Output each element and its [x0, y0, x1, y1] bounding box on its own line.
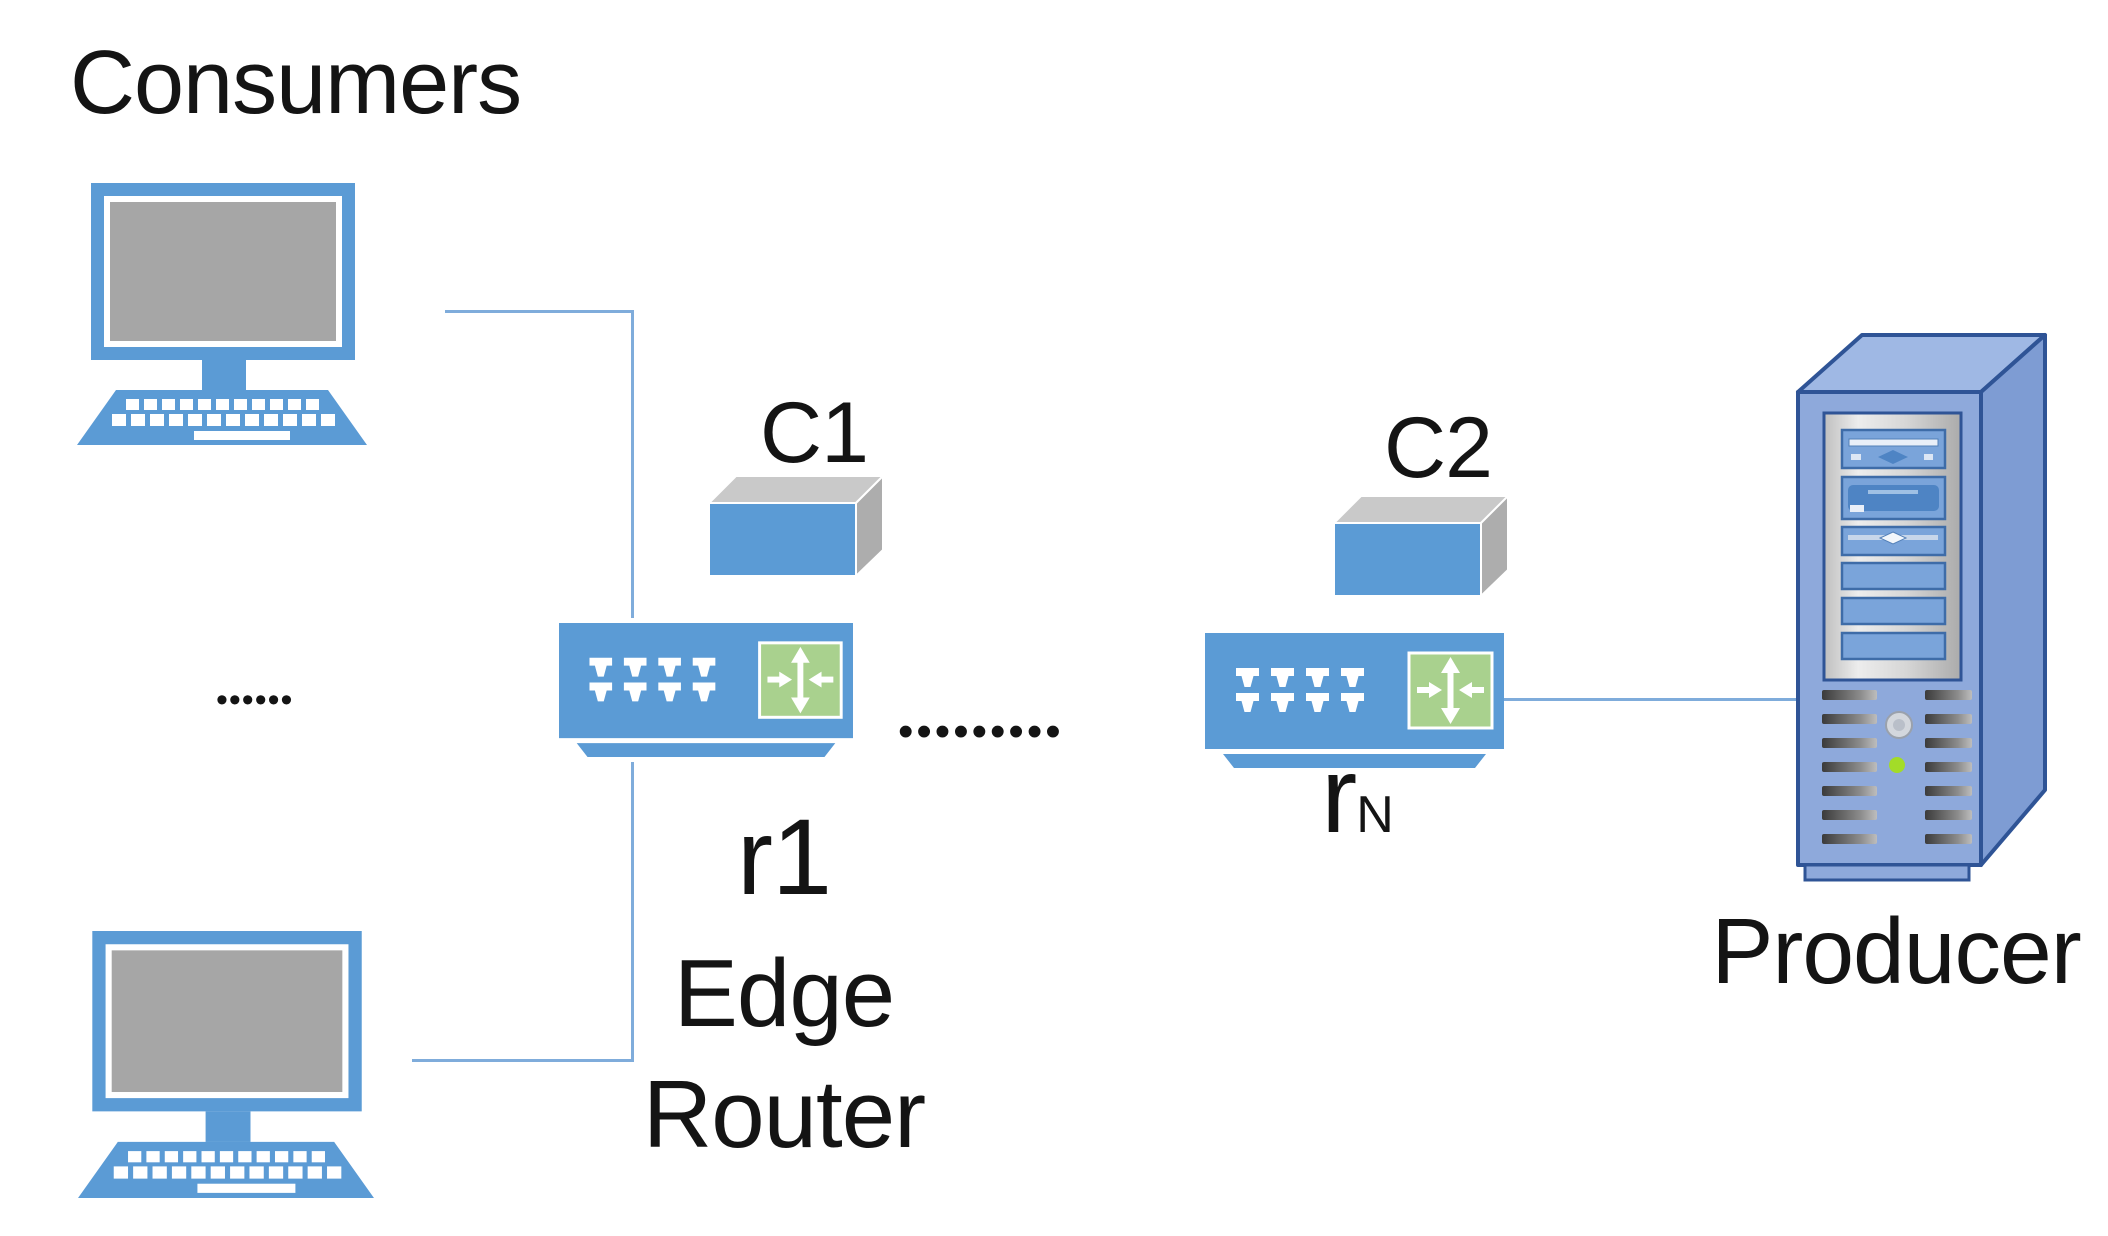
- monitor: [92, 931, 362, 1142]
- desktop-computer-icon: [77, 183, 367, 445]
- link-consumer2-to-r1-vertical: [631, 762, 634, 1062]
- consumers-label: Consumers: [70, 33, 522, 133]
- link-consumer1-to-r1-vertical: [631, 310, 634, 618]
- monitor: [91, 183, 355, 390]
- link-consumer2-to-r1-horizontal: [412, 1059, 634, 1062]
- routerN-name-label: rN: [1207, 738, 1507, 851]
- routing-arrows-icon: [758, 641, 843, 719]
- router-base: [576, 743, 836, 757]
- server-base: [1803, 863, 1971, 882]
- router-icon: [1205, 633, 1504, 768]
- cache-box-icon: [706, 473, 886, 579]
- link-consumer1-to-r1-horizontal: [445, 310, 633, 313]
- link-rn-to-producer: [1500, 698, 1796, 701]
- power-led: [1889, 757, 1905, 773]
- drive-bays: [1840, 428, 1947, 661]
- routing-arrows-icon: [1407, 651, 1494, 730]
- router-icon: [559, 623, 853, 757]
- routerN-name-subscript: N: [1356, 786, 1394, 844]
- keyboard: [77, 390, 367, 445]
- cache1-label: C1: [760, 385, 869, 481]
- router1-name-label: r1: [736, 796, 832, 917]
- router1-role-line1: Edge: [673, 940, 895, 1047]
- vent-grilles: [1822, 690, 1972, 844]
- cache2-label: C2: [1384, 400, 1493, 496]
- routers-ellipsis: •••••••••: [898, 707, 1064, 756]
- server-side-face: [1979, 333, 2047, 867]
- producer-label: Producer: [1711, 899, 2081, 1003]
- keyboard: [78, 1141, 374, 1198]
- consumers-ellipsis: ••••••: [216, 681, 294, 719]
- router1-role-line2: Router: [642, 1061, 926, 1168]
- routerN-name-main: r: [1321, 734, 1357, 855]
- router-ports: [589, 657, 716, 702]
- server-tower-icon: [1796, 333, 2047, 882]
- router-ports: [1236, 668, 1364, 712]
- router-base: [1223, 754, 1486, 768]
- desktop-computer-icon: [78, 931, 374, 1198]
- cache-box-icon: [1331, 493, 1511, 599]
